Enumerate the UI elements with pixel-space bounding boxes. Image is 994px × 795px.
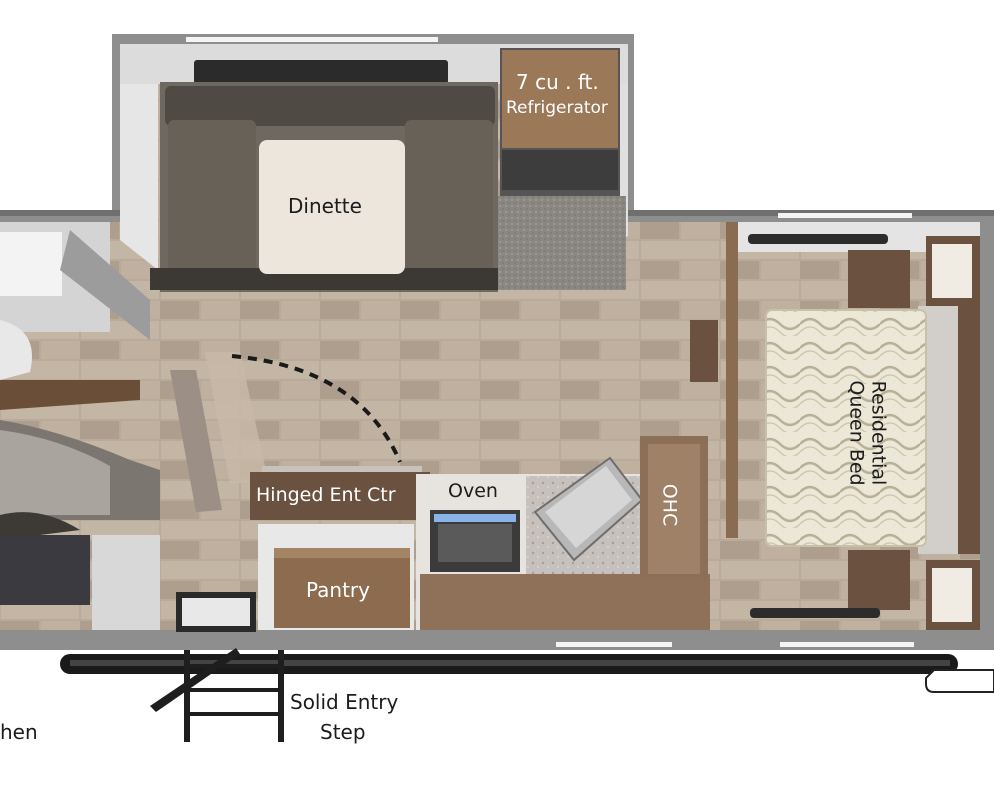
bed-label-line1: Residential [867, 380, 890, 486]
refrigerator [498, 48, 626, 290]
chassis-rail [0, 630, 994, 693]
pantry-label: Pantry [306, 578, 370, 602]
dinette-label: Dinette [288, 194, 362, 218]
dinette-table [259, 140, 405, 274]
hinged-ent-ctr-label: Hinged Ent Ctr [256, 484, 396, 506]
left-partial-rooms [0, 222, 160, 635]
hinged-ent-ctr [250, 466, 430, 520]
entry-step-label-line2: Step [320, 720, 366, 744]
bedroom [690, 213, 980, 634]
ohc-label: OHC [658, 483, 681, 527]
queen-bed [765, 309, 927, 547]
kitchen [416, 436, 710, 634]
entry-step [150, 592, 284, 742]
dinette [150, 82, 510, 292]
entry-door [170, 352, 402, 512]
entry-step-label-line1: Solid Entry [290, 690, 399, 714]
kitchen-partial-label: hen [0, 720, 38, 744]
refrigerator-label-line2: Refrigerator [506, 98, 608, 118]
pantry [258, 524, 414, 632]
oven-label: Oven [448, 480, 498, 502]
bed-label-line2: Queen Bed [845, 380, 868, 486]
refrigerator-label-line1: 7 cu . ft. [516, 70, 599, 94]
